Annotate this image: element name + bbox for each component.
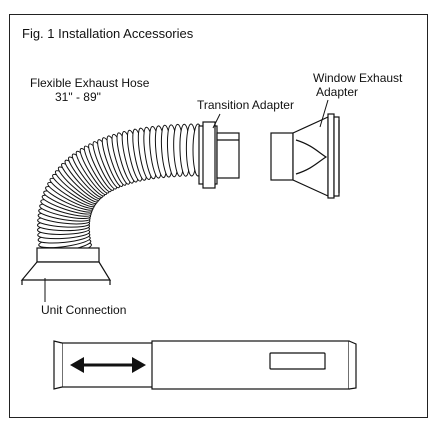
window-exhaust-adapter [270, 113, 340, 199]
transition-adapter [198, 121, 240, 189]
window-slider-kit [53, 340, 357, 390]
window-adapter-label-line1: Window Exhaust [313, 71, 403, 85]
hose-label: Flexible Exhaust Hose [30, 76, 150, 90]
window-adapter-label-line2: Adapter [316, 85, 359, 99]
transition-adapter-leader [212, 113, 221, 129]
transition-adapter-label: Transition Adapter [197, 98, 294, 112]
figure-title: Fig. 1 Installation Accessories [22, 26, 194, 41]
flexible-exhaust-hose [37, 123, 204, 258]
unit-connection-fitting [20, 247, 112, 285]
hose-length-range: 31" - 89" [55, 90, 101, 104]
double-arrow-icon [70, 357, 146, 373]
window-adapter-leader [319, 99, 329, 128]
figure-frame [9, 14, 428, 418]
unit-connection-label: Unit Connection [41, 303, 127, 317]
